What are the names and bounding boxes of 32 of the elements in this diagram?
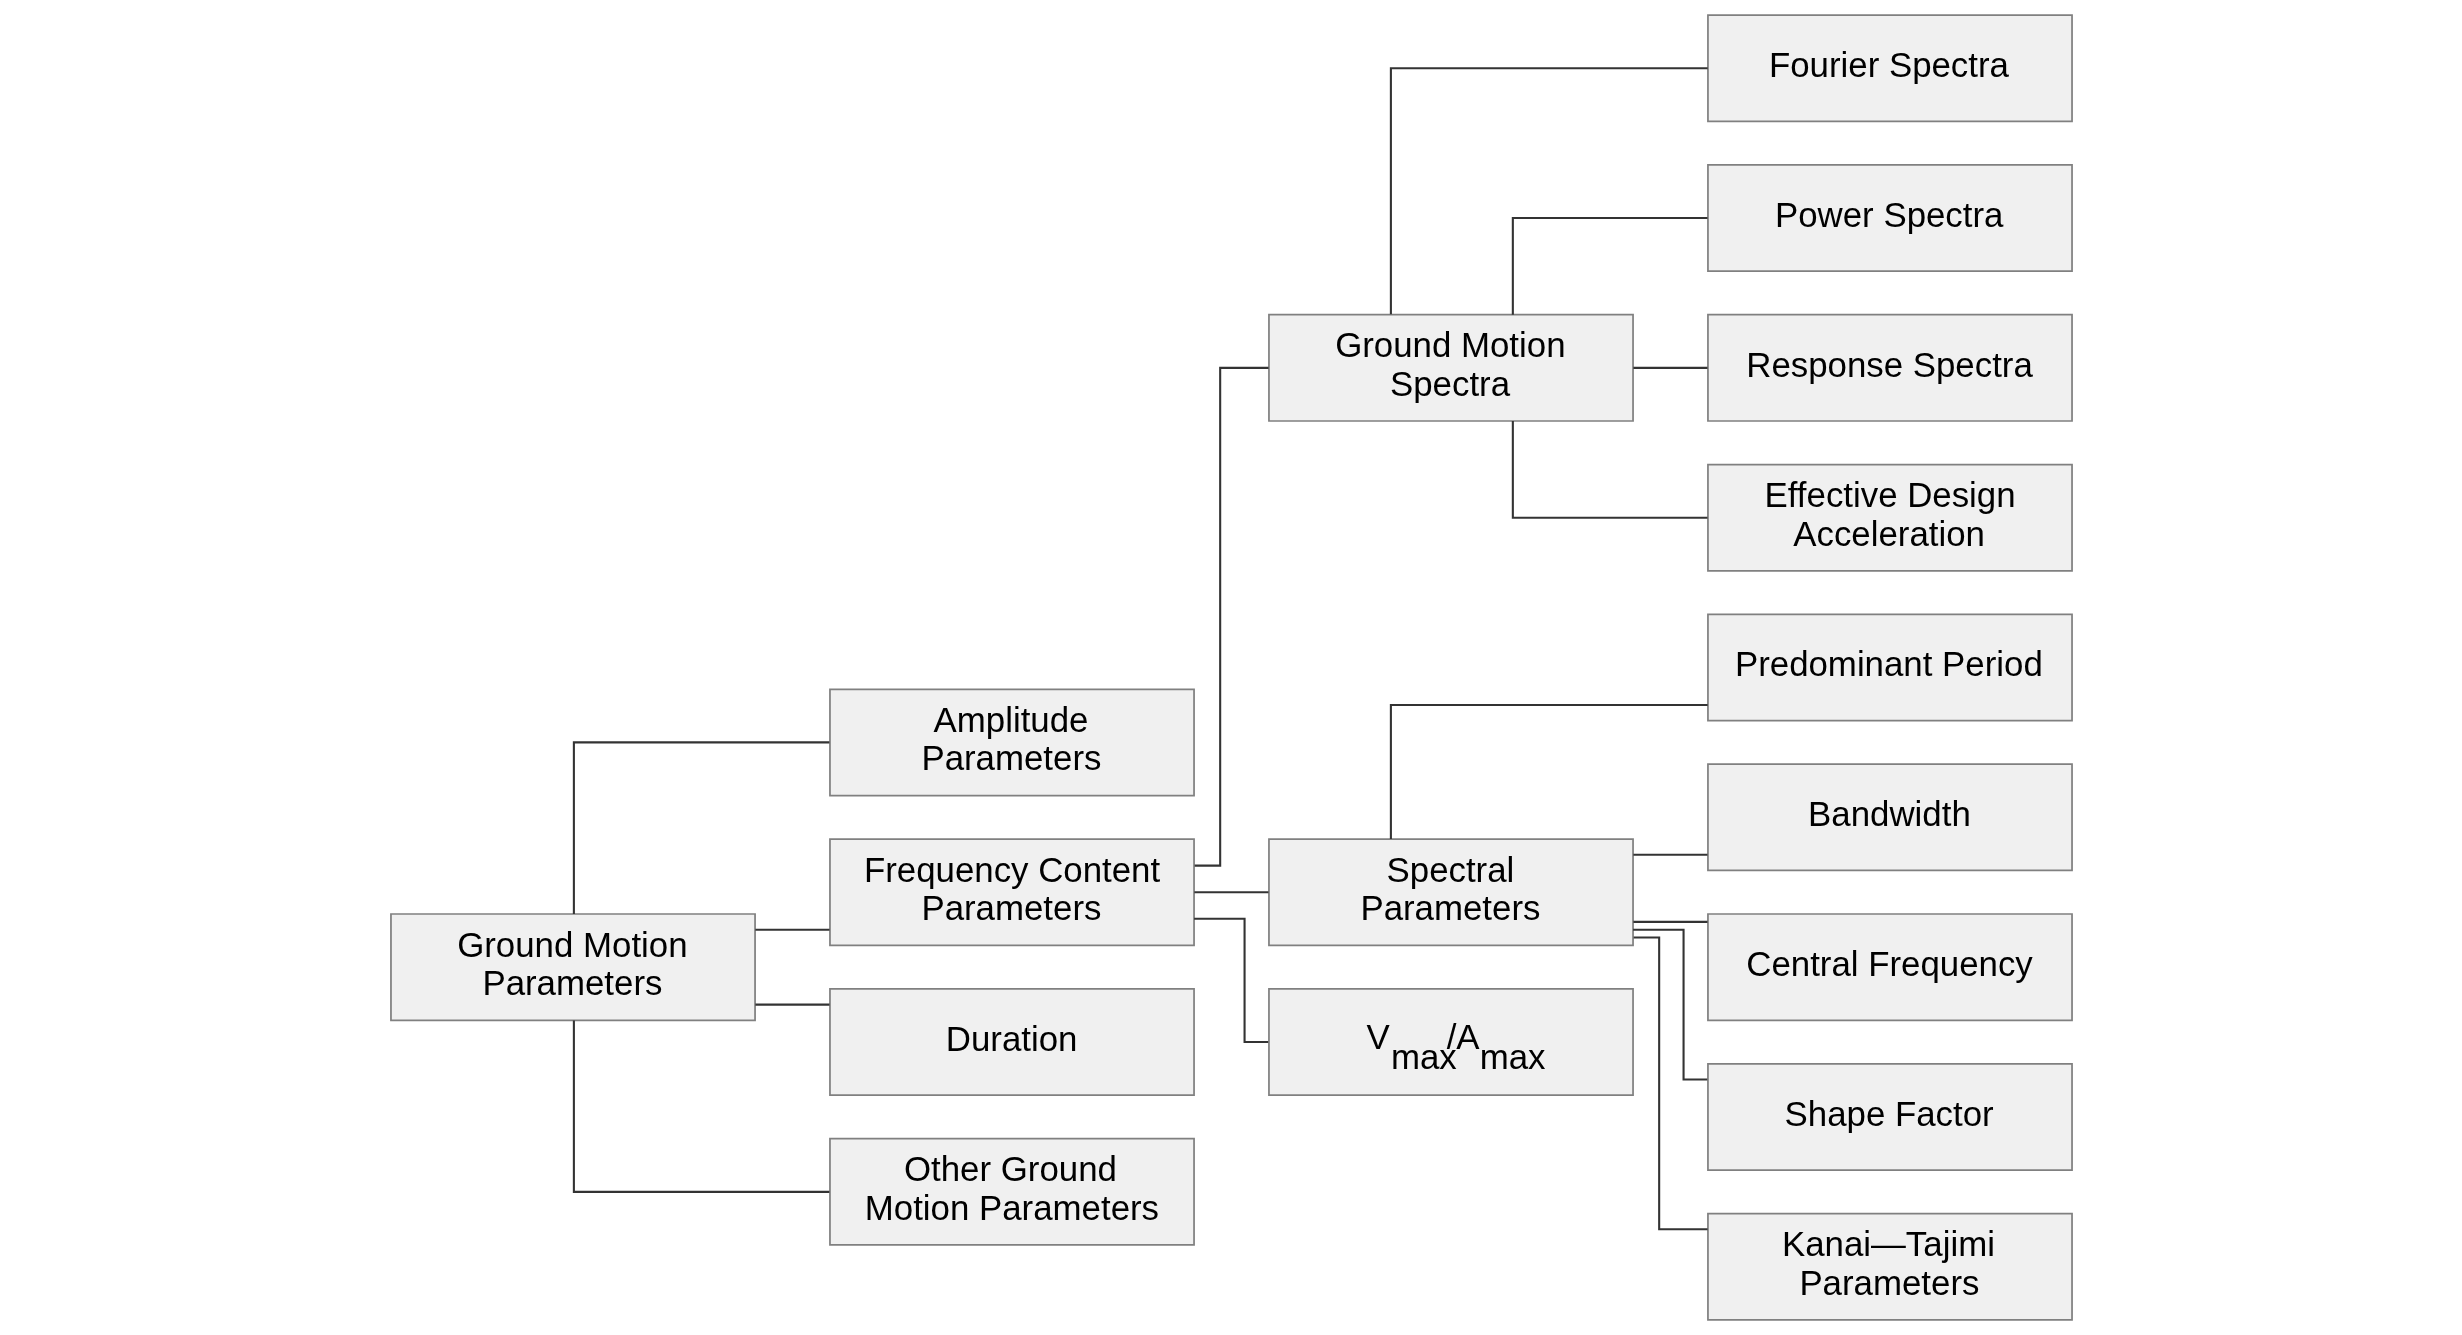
node-box: Amplitude Parameters	[828, 688, 1195, 797]
node-box: Shape Factor	[1706, 1062, 2073, 1171]
connector	[1632, 366, 1707, 369]
node-box: Kanai—Tajimi Parameters	[1706, 1212, 2073, 1321]
node-box: Central Frequency	[1706, 913, 2073, 1022]
node-box: Fourier Spectra	[1706, 14, 2073, 123]
node-box: Power Spectra	[1706, 164, 2073, 273]
connector	[1193, 917, 1268, 1044]
connector	[1194, 366, 1269, 867]
connector	[754, 1003, 829, 1006]
connector	[1632, 928, 1707, 1081]
node-box: Effective Design Acceleration	[1706, 463, 2073, 572]
node-box: Duration	[828, 988, 1195, 1097]
node-box: Frequency Content Parameters	[828, 838, 1195, 947]
node-box: Spectral Parameters	[1267, 838, 1634, 947]
connector	[1633, 936, 1708, 1231]
connector	[1193, 891, 1268, 894]
connector	[572, 1020, 829, 1193]
connector	[1511, 421, 1707, 519]
node-box: Ground Motion Spectra	[1267, 313, 1634, 422]
connector	[572, 741, 829, 914]
node-box: Response Spectra	[1706, 313, 2073, 422]
node-box: Predominant Period	[1706, 613, 2073, 722]
connector	[1389, 67, 1708, 315]
connector	[1511, 217, 1707, 315]
node-box: Other Ground Motion Parameters	[828, 1137, 1195, 1246]
connector	[1389, 703, 1708, 840]
connector	[1632, 853, 1707, 856]
node-box: Ground Motion Parameters	[389, 913, 756, 1022]
connector	[754, 928, 829, 931]
connector	[1632, 920, 1707, 923]
node-box: Bandwidth	[1706, 763, 2073, 872]
